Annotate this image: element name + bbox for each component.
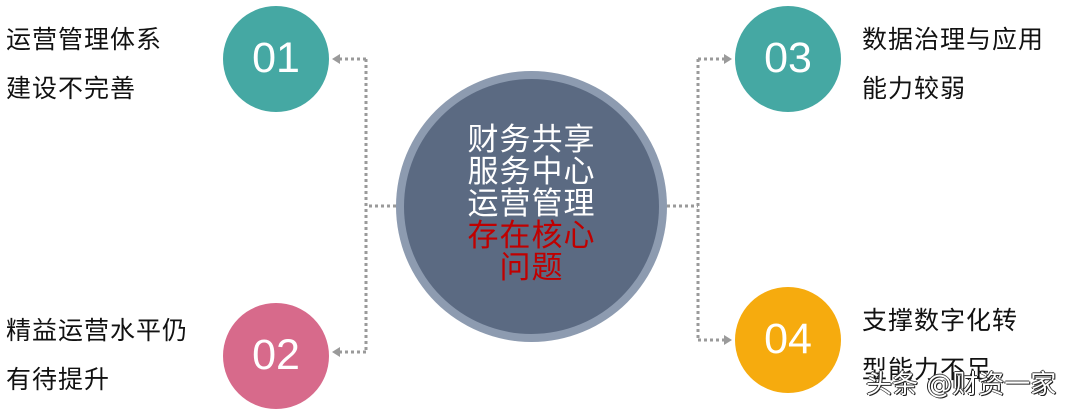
badge-number: 01 [252, 33, 300, 82]
center-circle-core: 财务共享 服务中心 运营管理 存在核心 问题 [404, 79, 659, 334]
badge-03: 03 [735, 6, 841, 112]
center-title: 财务共享 服务中心 运营管理 存在核心 问题 [404, 124, 659, 284]
center-line: 财务共享 [467, 122, 596, 158]
badge-04: 04 [735, 287, 841, 393]
center-line: 运营管理 [467, 186, 596, 222]
badge-number: 02 [252, 330, 300, 379]
issue-text-line: 支撑数字化转 [862, 306, 1019, 335]
issue-text-line: 型能力不足 [862, 355, 993, 384]
center-line: 服务中心 [467, 154, 596, 190]
issue-text-line: 能力较弱 [862, 74, 967, 103]
arrowhead-left-icon [332, 54, 340, 64]
issue-text-line: 运营管理体系 [6, 25, 163, 54]
issue-text-line: 有待提升 [6, 365, 111, 394]
arrowhead-left-icon [332, 347, 340, 357]
center-line-highlight: 存在核心 [467, 218, 596, 254]
center-line-highlight: 问题 [499, 250, 564, 286]
issue-text-line: 精益运营水平仍 [6, 316, 189, 345]
center-circle: 财务共享 服务中心 运营管理 存在核心 问题 [396, 71, 667, 342]
arrowhead-right-icon [724, 335, 732, 345]
issue-02-label: 精益运营水平仍 有待提升 [6, 306, 188, 404]
badge-02: 02 [223, 303, 329, 409]
issue-01-label: 运营管理体系 建设不完善 [6, 15, 162, 113]
badge-01: 01 [223, 6, 329, 112]
issue-text-line: 数据治理与应用 [862, 25, 1045, 54]
issue-03-label: 数据治理与应用 能力较弱 [862, 15, 1044, 113]
badge-number: 04 [764, 314, 812, 363]
arrowhead-right-icon [724, 54, 732, 64]
watermark: 头条 @财资一家 [866, 370, 1057, 400]
issue-04-label: 支撑数字化转 型能力不足 [862, 296, 1018, 394]
issue-text-line: 建设不完善 [6, 74, 137, 103]
badge-number: 03 [764, 33, 812, 82]
arrowheads [332, 54, 732, 357]
